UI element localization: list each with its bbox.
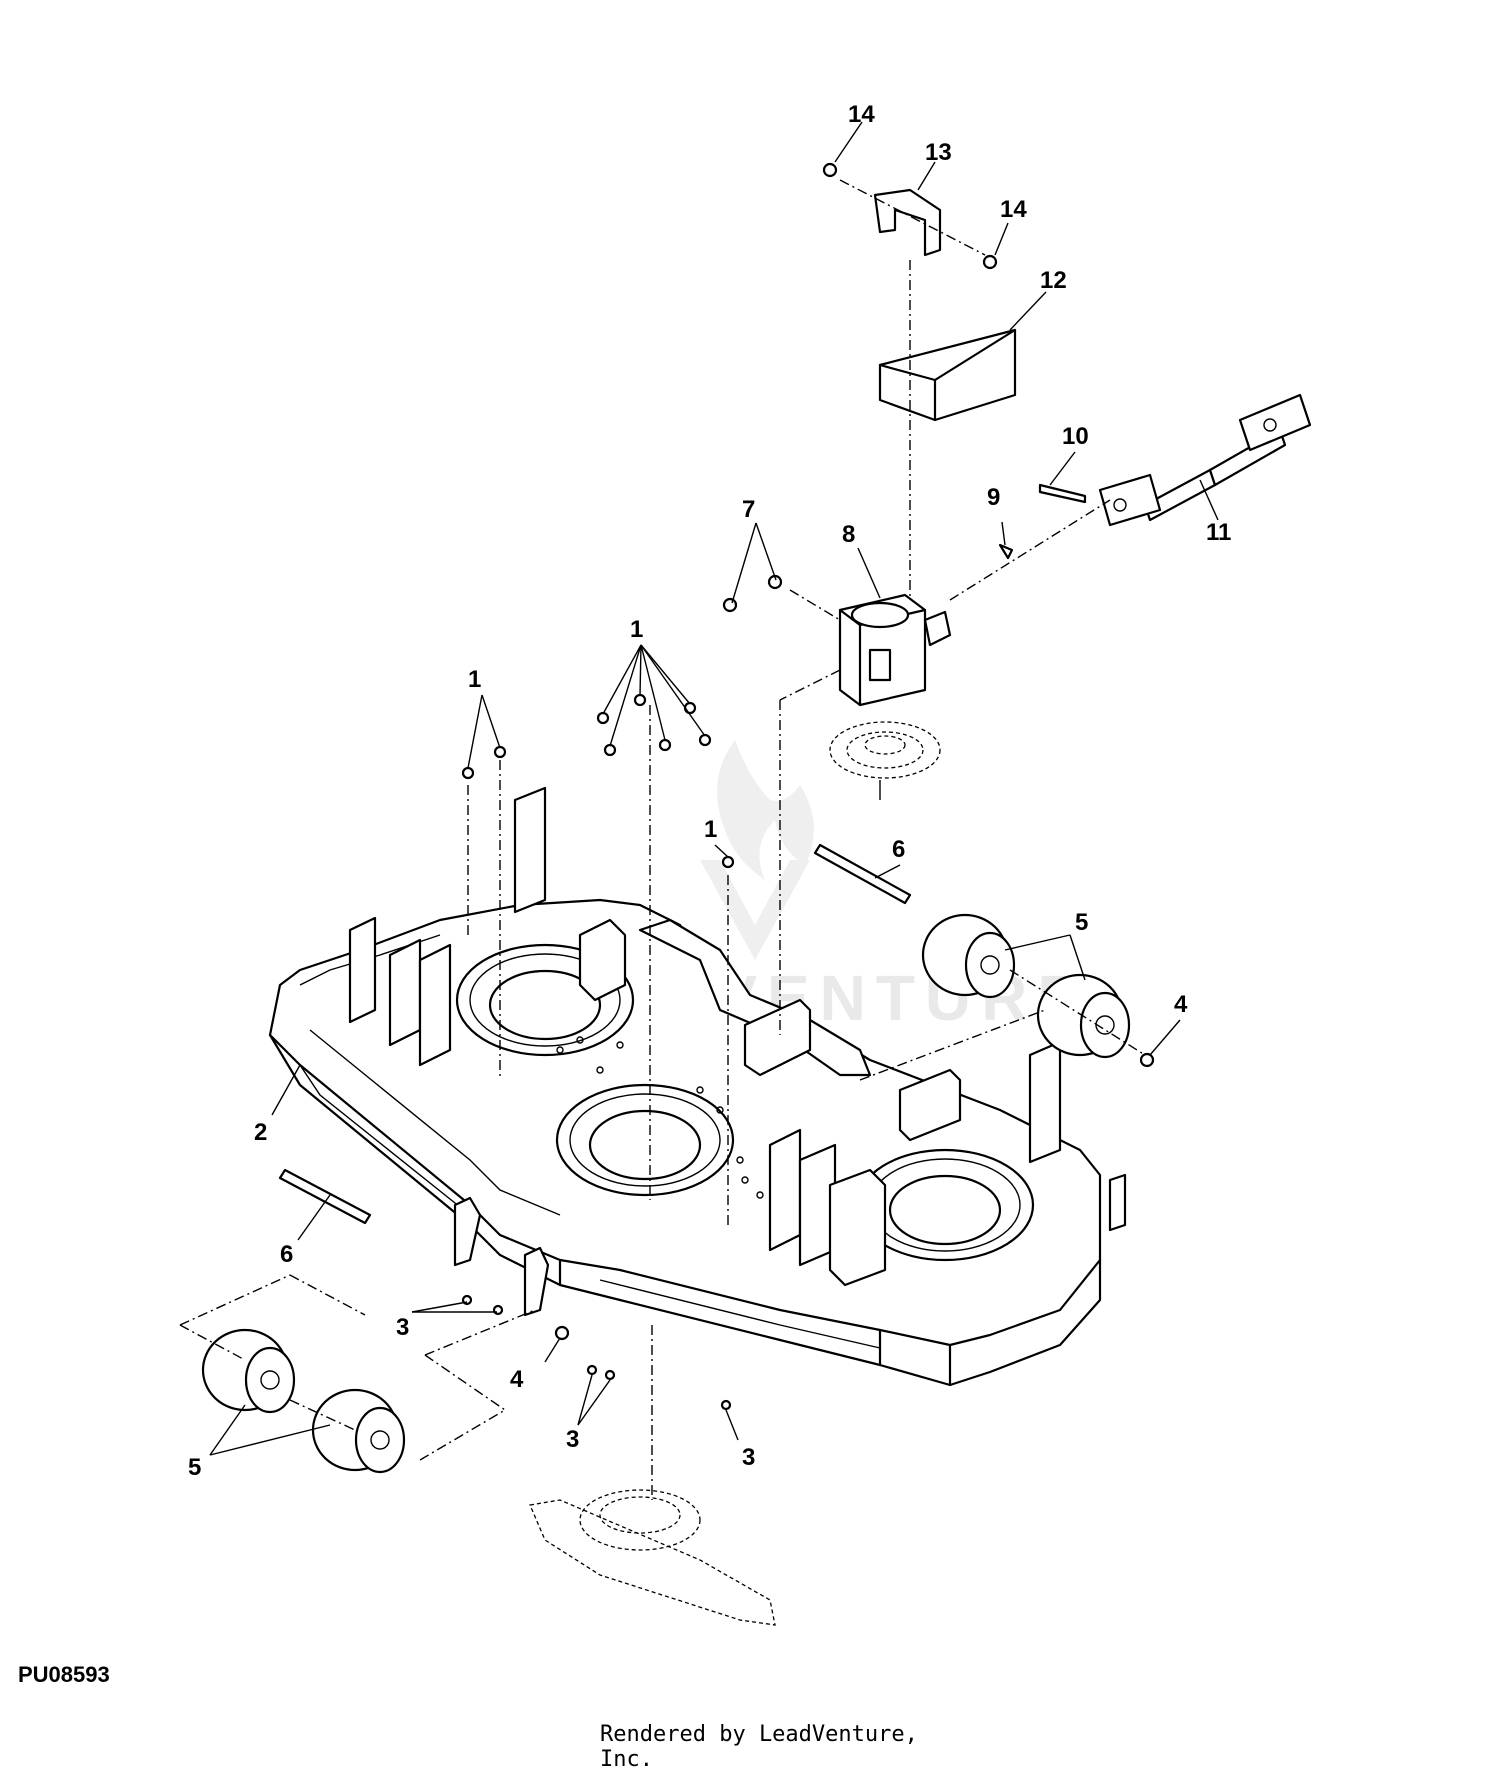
callout-10: 10 bbox=[1062, 423, 1089, 450]
front-hitch-plates bbox=[453, 1173, 1127, 1317]
gauge-wheel-axles bbox=[278, 843, 912, 1225]
callout-4-left: 4 bbox=[510, 1366, 524, 1393]
drive-shaft bbox=[1098, 393, 1312, 527]
spindle-pulley-phantom bbox=[829, 721, 941, 800]
spindle-opening-center bbox=[555, 1083, 735, 1197]
callout-1-right: 1 bbox=[704, 816, 717, 843]
cover-bracket bbox=[873, 188, 942, 257]
callout-5-left: 5 bbox=[188, 1454, 201, 1481]
gauge-wheel-right-1 bbox=[921, 913, 1016, 999]
callout-1-center: 1 bbox=[630, 616, 643, 643]
callout-11: 11 bbox=[1206, 519, 1231, 546]
callout-6-left: 6 bbox=[280, 1241, 293, 1268]
mower-deck bbox=[268, 786, 1127, 1387]
callout-3-center: 3 bbox=[566, 1426, 579, 1453]
callout-5-right: 5 bbox=[1075, 909, 1088, 936]
callout-1-left: 1 bbox=[468, 666, 481, 693]
render-credit: Rendered by LeadVenture, Inc. bbox=[600, 1722, 918, 1772]
spindle-opening-right bbox=[855, 1148, 1035, 1262]
callout-14-right: 14 bbox=[1000, 196, 1027, 223]
gauge-bracket-right bbox=[743, 998, 1062, 1287]
callout-3-right: 3 bbox=[742, 1444, 755, 1471]
hardware bbox=[461, 162, 1155, 1411]
gearbox bbox=[838, 593, 952, 707]
callout-13: 13 bbox=[925, 139, 952, 166]
callout-14-top: 14 bbox=[848, 101, 875, 128]
blade-phantom bbox=[529, 1489, 776, 1626]
callout-8: 8 bbox=[842, 521, 855, 548]
gauge-wheel-left-1 bbox=[201, 1328, 296, 1414]
leader-lines bbox=[209, 121, 1219, 1456]
callout-2: 2 bbox=[254, 1119, 267, 1146]
callout-12: 12 bbox=[1040, 267, 1067, 294]
gearbox-cover bbox=[878, 328, 1017, 422]
callout-labels: 14 13 14 12 10 9 11 7 8 1 1 1 6 5 4 2 6 … bbox=[188, 101, 1231, 1481]
gauge-bracket-left bbox=[348, 786, 627, 1067]
callout-9: 9 bbox=[987, 484, 1000, 511]
gauge-wheels bbox=[201, 913, 1131, 1474]
callout-3-left: 3 bbox=[396, 1314, 409, 1341]
callout-7: 7 bbox=[742, 496, 755, 523]
figure-id: PU08593 bbox=[18, 1662, 110, 1687]
gauge-wheel-right-2 bbox=[1036, 973, 1131, 1059]
callout-4-right: 4 bbox=[1174, 991, 1188, 1018]
assembly-centerlines bbox=[179, 179, 1146, 1500]
gauge-wheel-left-2 bbox=[311, 1388, 406, 1474]
callout-6-right: 6 bbox=[892, 836, 905, 863]
deck-mounting-holes bbox=[556, 1036, 764, 1199]
